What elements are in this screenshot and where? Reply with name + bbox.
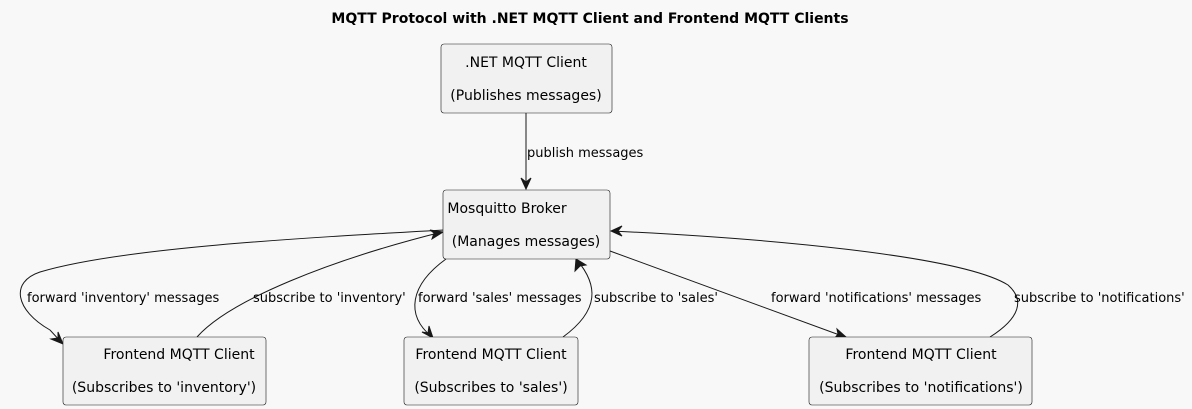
- edge-publish-label: publish messages: [527, 146, 644, 161]
- edge-subscribe-sales-label: subscribe to 'sales': [594, 291, 718, 306]
- node-frontend-notifications: Frontend MQTT Client (Subscribes to 'not…: [808, 336, 1033, 406]
- edge-forward-inventory-arrowhead: [49, 331, 64, 345]
- node-dotnet-client-box: [440, 43, 613, 114]
- node-frontend-notifications-role: (Subscribes to 'notifications'): [819, 380, 1023, 396]
- node-dotnet-client: .NET MQTT Client (Publishes messages): [440, 43, 613, 114]
- edge-subscribe-sales: subscribe to 'sales': [562, 258, 718, 338]
- edge-forward-inventory-line: [19, 229, 445, 344]
- edge-subscribe-inventory-label: subscribe to 'inventory': [253, 291, 406, 306]
- edge-subscribe-notifications: subscribe to 'notifications': [609, 225, 1185, 338]
- node-mosquitto-broker: Mosquitto Broker (Manages messages): [442, 189, 611, 260]
- node-dotnet-client-name: .NET MQTT Client: [465, 55, 587, 71]
- diagram-title: MQTT Protocol with .NET MQTT Client and …: [331, 11, 848, 27]
- edge-forward-sales: forward 'sales' messages: [414, 258, 582, 340]
- node-frontend-inventory-name: Frontend MQTT Client: [103, 347, 255, 363]
- node-frontend-notifications-box: [808, 336, 1033, 406]
- node-frontend-inventory: Frontend MQTT Client (Subscribes to 'inv…: [62, 336, 267, 406]
- node-frontend-sales: Frontend MQTT Client (Subscribes to 'sal…: [403, 336, 579, 406]
- edge-subscribe-sales-arrowhead: [574, 258, 588, 273]
- edge-subscribe-notifications-arrowhead: [609, 225, 623, 237]
- edge-forward-inventory: forward 'inventory' messages: [19, 229, 445, 345]
- edge-subscribe-notifications-label: subscribe to 'notifications': [1014, 291, 1185, 306]
- edge-subscribe-inventory-arrowhead: [429, 229, 445, 241]
- edge-publish: publish messages: [520, 113, 644, 191]
- node-frontend-sales-box: [403, 336, 579, 406]
- node-frontend-inventory-role: (Subscribes to 'inventory'): [72, 380, 256, 396]
- node-mosquitto-broker-role: (Manages messages): [452, 234, 601, 250]
- node-frontend-inventory-box: [62, 336, 267, 406]
- node-mosquitto-broker-box: [442, 189, 611, 260]
- node-frontend-notifications-name: Frontend MQTT Client: [845, 347, 997, 363]
- edge-subscribe-inventory: subscribe to 'inventory': [196, 229, 445, 338]
- node-dotnet-client-role: (Publishes messages): [450, 88, 601, 104]
- edge-subscribe-sales-line: [562, 259, 593, 338]
- edge-forward-sales-line: [414, 258, 447, 338]
- edge-subscribe-notifications-line: [611, 230, 1019, 338]
- edge-forward-notifications-label: forward 'notifications' messages: [771, 291, 982, 306]
- edge-forward-inventory-label: forward 'inventory' messages: [27, 291, 220, 306]
- node-frontend-sales-name: Frontend MQTT Client: [415, 347, 567, 363]
- edge-forward-sales-arrowhead: [421, 325, 434, 340]
- node-frontend-sales-role: (Subscribes to 'sales'): [414, 380, 567, 396]
- node-mosquitto-broker-name: Mosquitto Broker: [447, 201, 566, 217]
- edge-publish-arrowhead: [520, 177, 532, 191]
- edge-forward-notifications: forward 'notifications' messages: [609, 250, 982, 340]
- edge-forward-sales-label: forward 'sales' messages: [418, 291, 582, 306]
- edge-subscribe-inventory-line: [196, 231, 443, 338]
- edge-forward-notifications-line: [609, 250, 846, 338]
